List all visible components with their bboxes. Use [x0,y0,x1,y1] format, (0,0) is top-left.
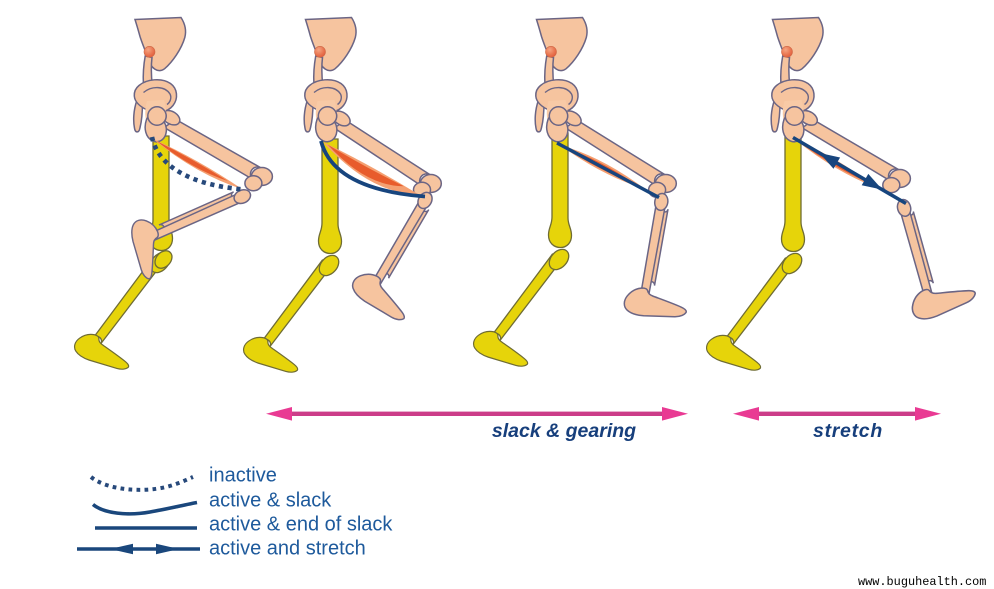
svg-text:active & end of slack: active & end of slack [209,513,393,535]
svg-text:stretch: stretch [813,420,883,442]
svg-text:active and stretch: active and stretch [209,537,366,559]
svg-text:slack & gearing: slack & gearing [492,420,636,442]
svg-text:www.buguhealth.com: www.buguhealth.com [858,575,986,589]
svg-text:active & slack: active & slack [209,489,332,511]
svg-text:inactive: inactive [209,465,277,487]
